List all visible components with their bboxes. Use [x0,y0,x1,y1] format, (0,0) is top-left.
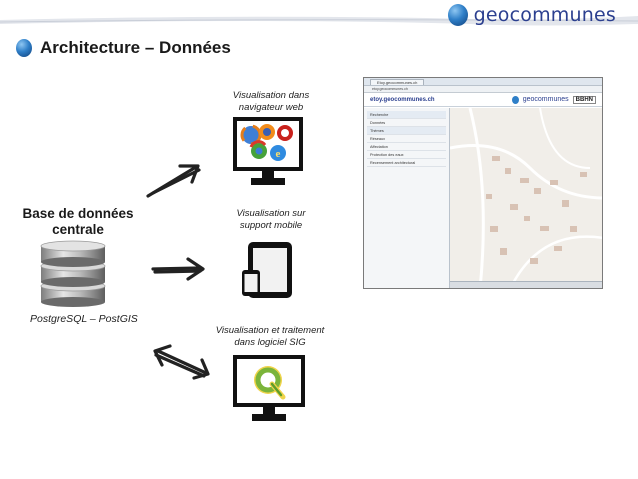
web-map-screenshot: Etoy.geocommunes.ch etoy.geocommunes.ch … [363,77,603,289]
site-brand-name: geocommunes [522,96,569,103]
map-view [449,107,602,288]
sidebar-row: Données [367,119,446,127]
sidebar-row: Réseaux [367,135,446,143]
globe-icon [447,4,468,26]
site-brand: geocommunes BBHN [511,95,596,104]
arrow-up-right-icon [146,164,201,198]
map-footer [450,281,602,288]
globe-icon [511,95,519,104]
sidebar-row: Recensement architectural [367,159,446,167]
sidebar-row: Protection des eaux [367,151,446,159]
arrow-bidirectional-icon [153,344,210,380]
database-subtitle: PostgreSQL – PostGIS [30,313,138,325]
site-sidebar: Recherche Données Thèmes Réseaux Affecta… [364,108,450,288]
caption-mobile: Visualisation sur support mobile [236,208,306,231]
database-title-line1: Base de données [22,206,134,221]
svg-text:e: e [276,148,281,160]
map-canvas [449,107,602,288]
brand-name: geocommunes [473,4,616,26]
database-icon [40,240,106,307]
browser-url-bar: etoy.geocommunes.ch [364,86,602,93]
site-body: Recherche Données Thèmes Réseaux Affecta… [364,107,602,288]
globe-bullet-icon [16,39,32,57]
header-swoosh [0,16,638,26]
tablet-icon [242,242,292,298]
slide-title: Architecture – Données [40,38,231,57]
browser-tab: Etoy.geocommunes.ch [370,78,425,85]
sidebar-row: Thèmes [367,127,446,135]
browser-tab-bar: Etoy.geocommunes.ch [364,78,602,86]
site-name: etoy.geocommunes.ch [370,96,435,103]
slide-title-row: Architecture – Données [16,38,231,58]
database-title-line2: centrale [52,222,104,237]
caption-gis: Visualisation et traitement dans logicie… [215,325,325,348]
arrow-right-icon [151,257,205,281]
qgis-monitor-icon [233,355,305,421]
browsers-monitor-icon: e [233,117,303,185]
brand-logo: geocommunes [447,4,616,26]
caption-web: Visualisation dans navigateur web [232,90,310,113]
database-title: Base de données centrale [16,206,140,238]
partner-logo: BBHN [572,95,596,104]
sidebar-row: Recherche [367,111,446,119]
sidebar-row: Affectation [367,143,446,151]
site-header: etoy.geocommunes.ch geocommunes BBHN [364,93,602,107]
